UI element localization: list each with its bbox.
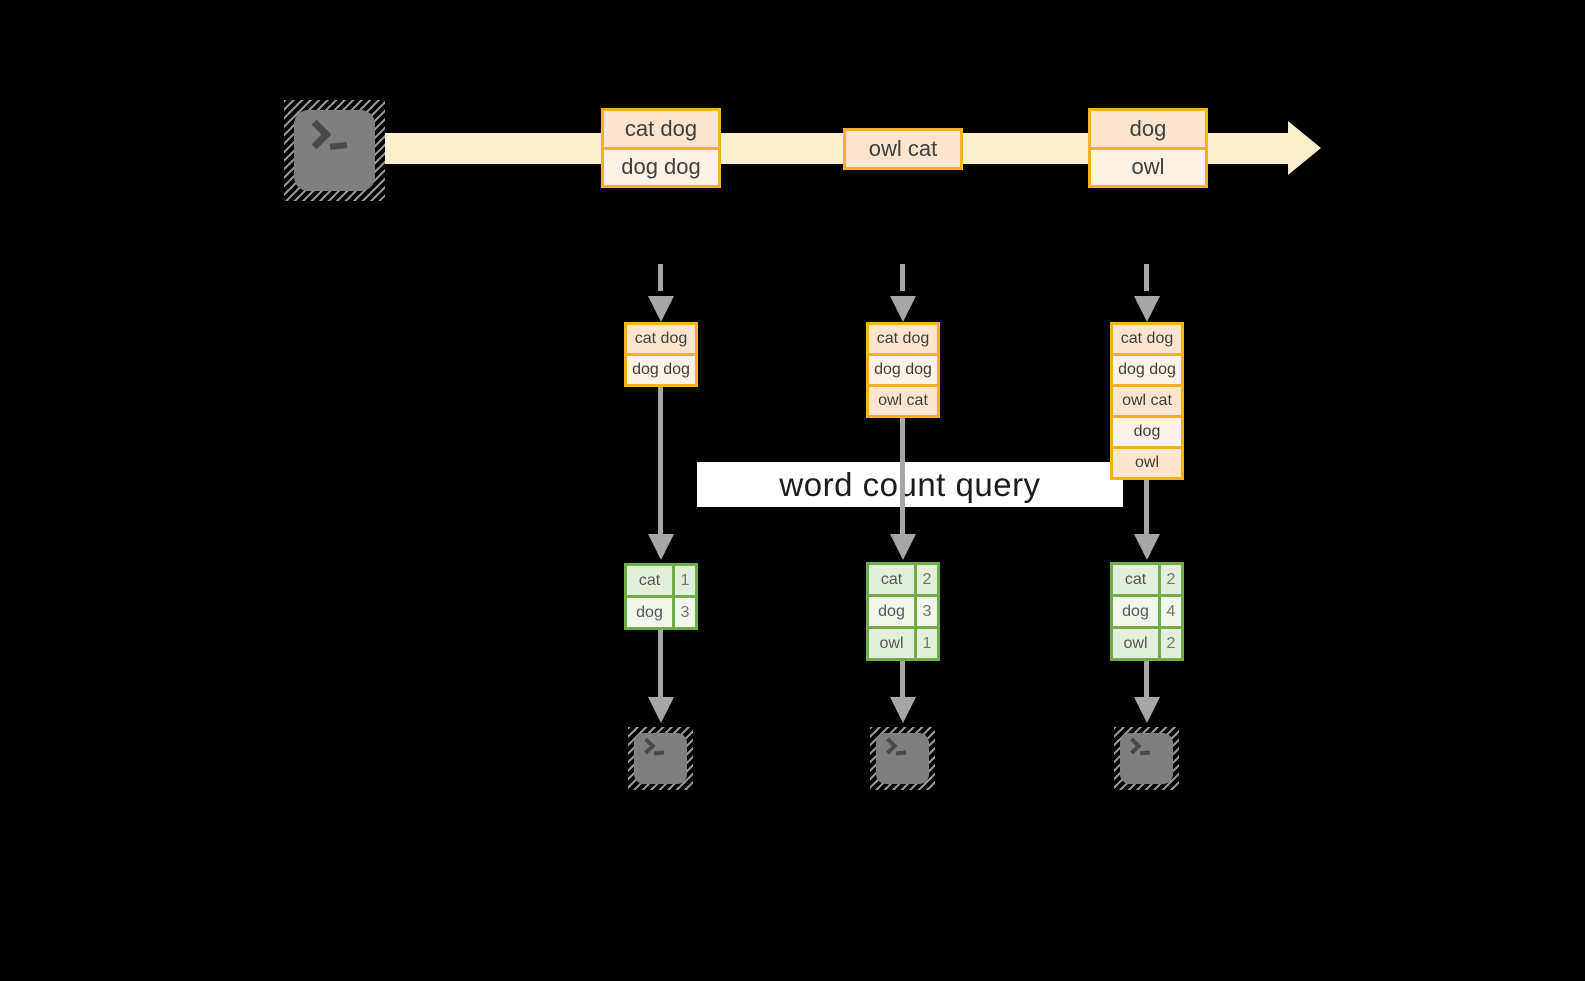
buffer-stack: cat dog dog dog	[624, 322, 698, 387]
ingest-arrow-dash	[900, 264, 905, 291]
flow-arrowhead-icon	[1134, 697, 1160, 723]
count-cell: 1	[672, 566, 695, 595]
terminal-body	[876, 733, 929, 784]
stream-event-box: cat dog dog dog	[601, 108, 721, 188]
table-row: dog 3	[869, 594, 937, 626]
word-cell: owl	[879, 634, 904, 652]
stack-row: cat dog	[627, 325, 695, 353]
count-cell: 2	[1158, 565, 1181, 594]
stack-row: owl cat	[869, 384, 937, 415]
word-cell: owl	[1123, 634, 1148, 652]
flow-line	[658, 387, 663, 535]
buffer-stack: cat dog dog dog owl cat	[866, 322, 940, 418]
word-cell: cat	[880, 570, 903, 588]
prompt-underscore-icon	[1139, 750, 1151, 756]
count-cell: 2	[914, 565, 937, 594]
flow-arrowhead-icon	[1134, 534, 1160, 560]
flow-line	[1144, 480, 1149, 535]
output-terminal-icon	[870, 727, 935, 790]
flow-arrowhead-icon	[890, 697, 916, 723]
word-cell: dog	[636, 603, 663, 621]
word-cell: dog	[1122, 602, 1149, 620]
table-row: owl 1	[869, 626, 937, 658]
stream-event-box: dog owl	[1088, 108, 1208, 188]
prompt-chevron-icon	[301, 119, 332, 150]
buffer-stack: cat dog dog dog owl cat dog owl	[1110, 322, 1184, 480]
table-row: owl 2	[1113, 626, 1181, 658]
table-row: dog 3	[627, 595, 695, 627]
stack-row: dog dog	[869, 353, 937, 384]
ingest-arrow-dash	[658, 264, 663, 291]
stack-row: dog	[1113, 415, 1181, 446]
count-table: cat 1 dog 3	[624, 563, 698, 630]
terminal-body	[634, 733, 687, 784]
query-banner: word count query	[697, 462, 1123, 507]
word-cell: cat	[638, 571, 661, 589]
prompt-underscore-icon	[895, 750, 907, 756]
output-terminal-icon	[628, 727, 693, 790]
stack-row: owl	[1113, 446, 1181, 477]
output-terminal-icon	[1114, 727, 1179, 790]
flow-arrowhead-icon	[890, 534, 916, 560]
stream-event-box: owl cat	[843, 128, 963, 170]
event-row: owl	[1091, 146, 1205, 185]
table-row: cat 2	[869, 565, 937, 594]
count-cell: 4	[1158, 597, 1181, 626]
stack-row: cat dog	[1113, 325, 1181, 353]
table-row: cat 1	[627, 566, 695, 595]
prompt-underscore-icon	[329, 142, 348, 150]
flow-line	[900, 418, 905, 535]
count-table: cat 2 dog 4 owl 2	[1110, 562, 1184, 661]
flow-line	[658, 629, 663, 698]
prompt-underscore-icon	[653, 750, 665, 756]
flow-line	[1144, 661, 1149, 698]
stack-row: dog dog	[627, 353, 695, 384]
terminal-body	[294, 110, 375, 191]
ingest-arrowhead-icon	[1134, 296, 1160, 322]
count-cell: 3	[672, 598, 695, 627]
query-banner-label: word count query	[779, 465, 1041, 503]
flow-line	[900, 661, 905, 698]
ingest-arrowhead-icon	[648, 296, 674, 322]
stack-row: dog dog	[1113, 353, 1181, 384]
word-cell: dog	[878, 602, 905, 620]
count-table: cat 2 dog 3 owl 1	[866, 562, 940, 661]
event-row: dog dog	[604, 146, 718, 185]
ingest-arrowhead-icon	[890, 296, 916, 322]
stream-arrowhead-icon	[1288, 121, 1321, 175]
stack-row: cat dog	[869, 325, 937, 353]
event-row: cat dog	[604, 111, 718, 147]
ingest-arrow-dash	[1144, 264, 1149, 291]
flow-arrowhead-icon	[648, 697, 674, 723]
count-cell: 1	[914, 629, 937, 658]
terminal-body	[1120, 733, 1173, 784]
event-row: dog	[1091, 111, 1205, 147]
count-cell: 3	[914, 597, 937, 626]
source-terminal-icon	[284, 100, 385, 201]
count-cell: 2	[1158, 629, 1181, 658]
table-row: dog 4	[1113, 594, 1181, 626]
stack-row: owl cat	[1113, 384, 1181, 415]
flow-arrowhead-icon	[648, 534, 674, 560]
word-cell: cat	[1124, 570, 1147, 588]
event-row: owl cat	[846, 131, 960, 167]
table-row: cat 2	[1113, 565, 1181, 594]
